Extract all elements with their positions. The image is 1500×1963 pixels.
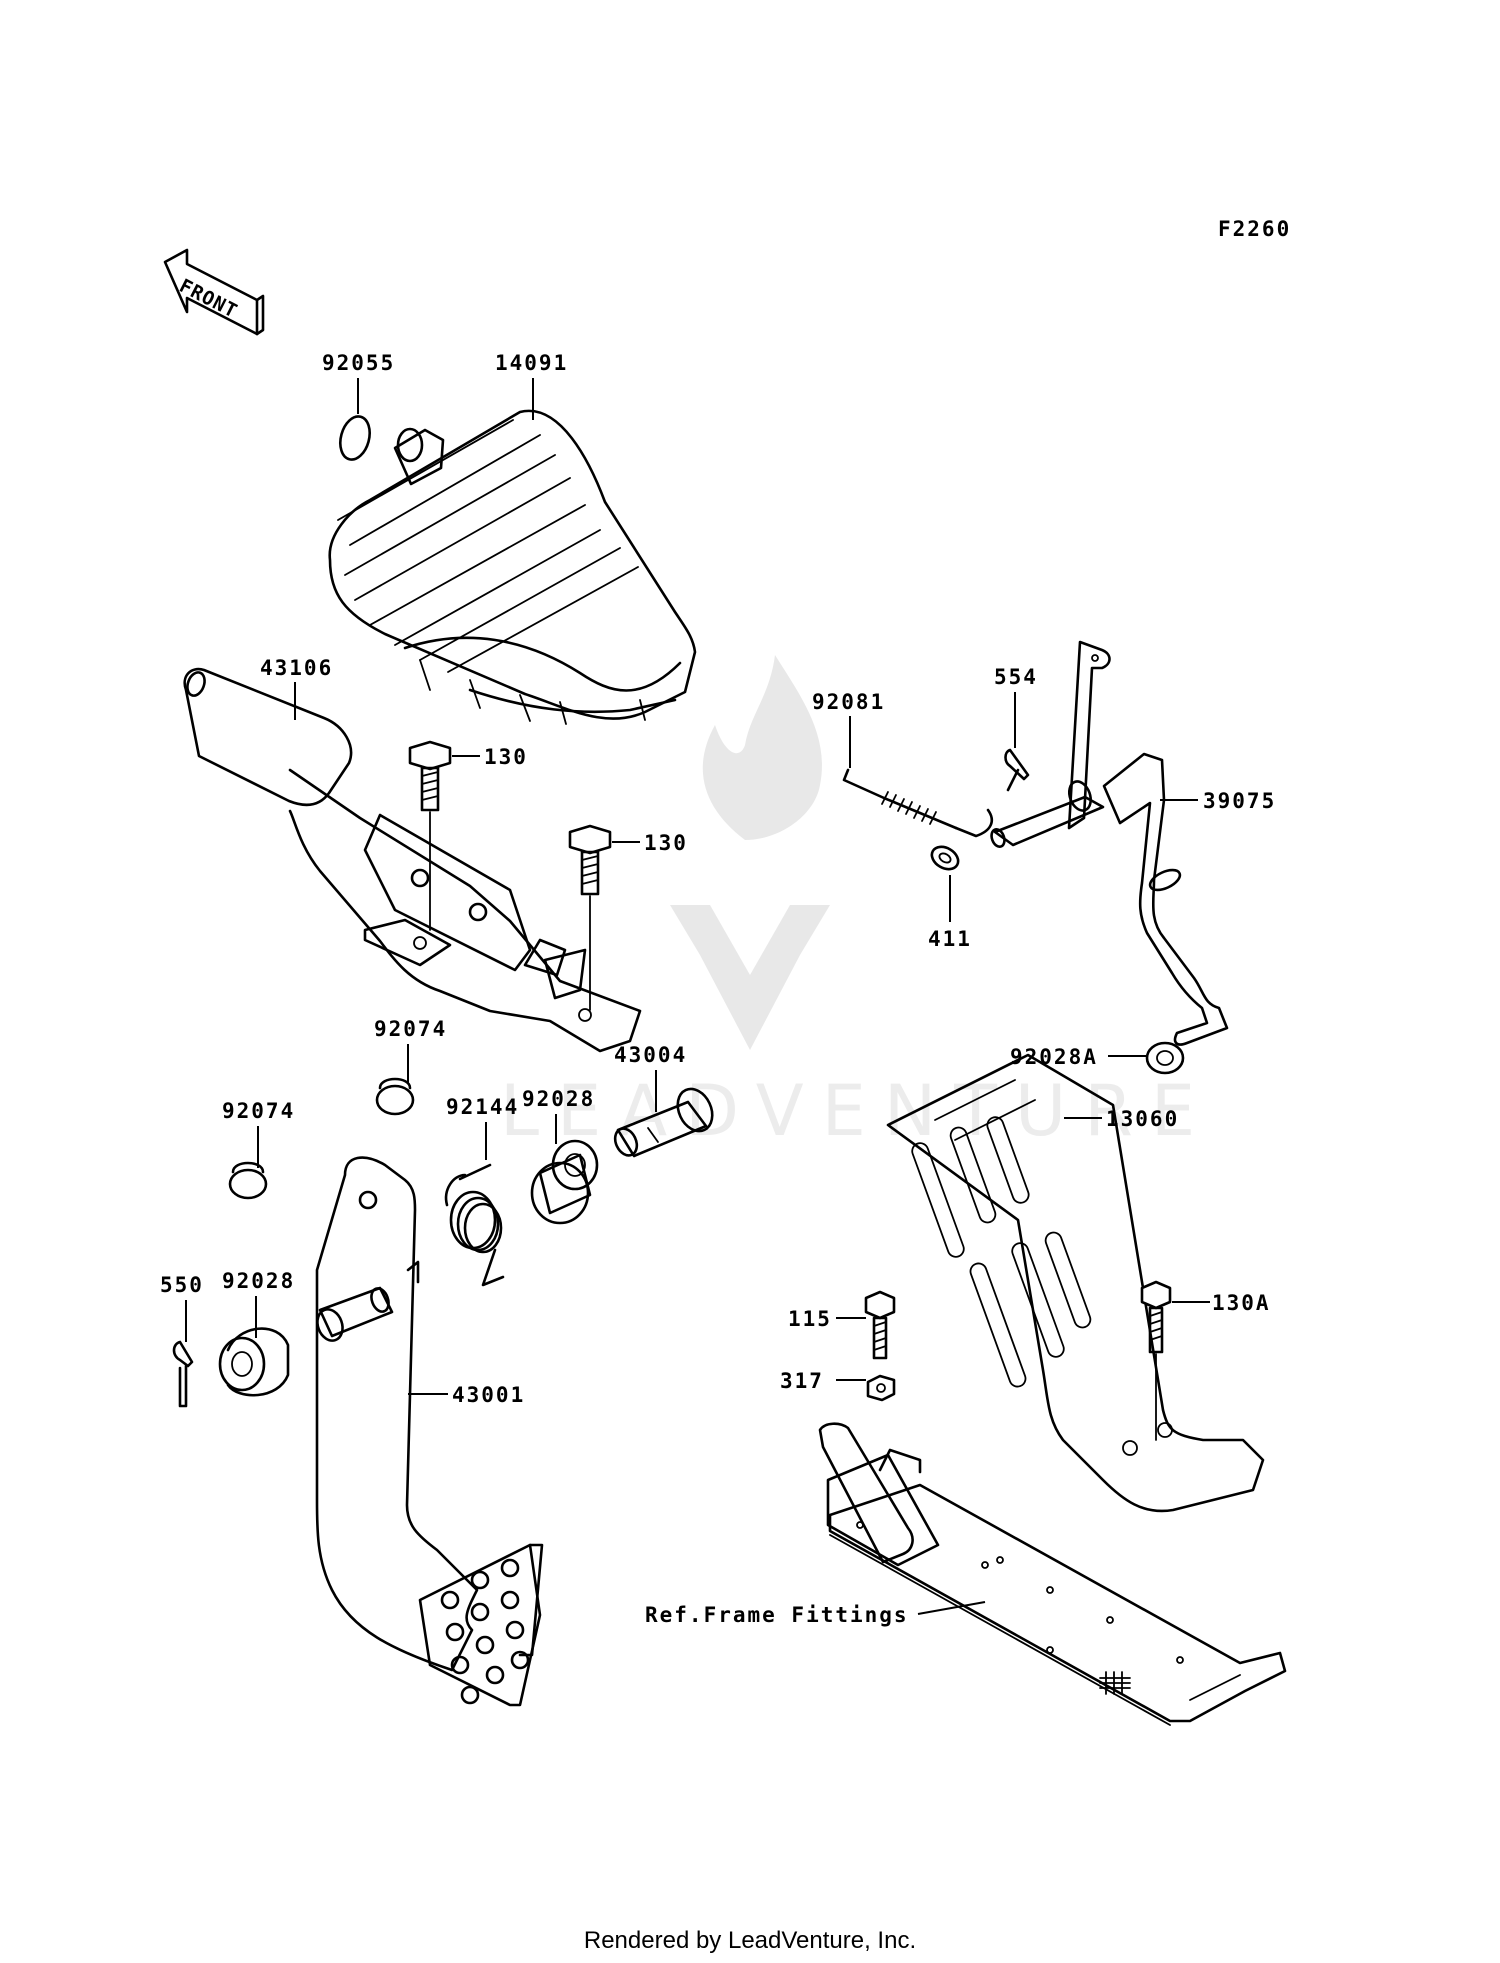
callout-14091: 14091 [495, 351, 568, 375]
callout-411: 411 [928, 927, 972, 951]
figure-code: F2260 [1218, 217, 1291, 241]
o-ring-92055 [339, 378, 371, 461]
bolt-130-upper [408, 740, 480, 931]
callout-115: 115 [788, 1307, 832, 1331]
callout-92144: 92144 [446, 1095, 519, 1119]
bushing-92028A [1108, 1041, 1185, 1075]
callout-130A: 130A [1212, 1291, 1271, 1315]
parking-brake-lever-43106 [183, 667, 642, 1053]
callout-92055: 92055 [322, 351, 395, 375]
cotter-pin-550 [172, 1300, 194, 1408]
callout-43106: 43106 [260, 656, 333, 680]
boot-cover-14091 [328, 378, 697, 725]
bolt-130-lower [568, 824, 640, 1011]
callout-39075: 39075 [1203, 789, 1276, 813]
spring-92081 [842, 716, 993, 838]
plug-92074-lower [228, 1126, 268, 1200]
bushing-92028-upper [530, 1114, 599, 1225]
cotter-pin-554 [1004, 692, 1030, 792]
bolt-115 [836, 1290, 896, 1360]
callout-92074-lower: 92074 [222, 1099, 295, 1123]
brake-pedal-43001 [315, 1156, 544, 1707]
torsion-spring-92144 [444, 1122, 505, 1287]
callout-554: 554 [994, 665, 1038, 689]
callout-130-lower: 130 [644, 831, 688, 855]
callout-43001: 43001 [452, 1383, 525, 1407]
nut-317 [836, 1374, 896, 1402]
pin-43004 [613, 1070, 714, 1158]
callout-550: 550 [160, 1273, 204, 1297]
footer-credit: Rendered by LeadVenture, Inc. [584, 1927, 916, 1954]
callout-92074-upper: 92074 [374, 1017, 447, 1041]
watermark-logo [670, 655, 830, 1050]
frame-fittings-ref [818, 1422, 1287, 1726]
bushing-92028-lower [218, 1296, 290, 1397]
callout-43004: 43004 [614, 1043, 687, 1067]
accelerator-pedal-13060 [886, 1053, 1265, 1513]
callout-130-upper: 130 [484, 745, 528, 769]
rod-39075 [990, 640, 1229, 1046]
washer-411 [930, 845, 960, 922]
callout-92028-upper: 92028 [522, 1087, 595, 1111]
front-arrow-icon: FRONT [163, 248, 265, 336]
callout-13060: 13060 [1106, 1107, 1179, 1131]
bolt-130A [1140, 1280, 1210, 1441]
callout-92081: 92081 [812, 690, 885, 714]
callout-92028A: 92028A [1010, 1045, 1098, 1069]
plug-92074-upper [375, 1044, 415, 1116]
callout-ref-frame-fittings: Ref.Frame Fittings [645, 1603, 909, 1627]
callout-92028-lower: 92028 [222, 1269, 295, 1293]
callout-317: 317 [780, 1369, 824, 1393]
